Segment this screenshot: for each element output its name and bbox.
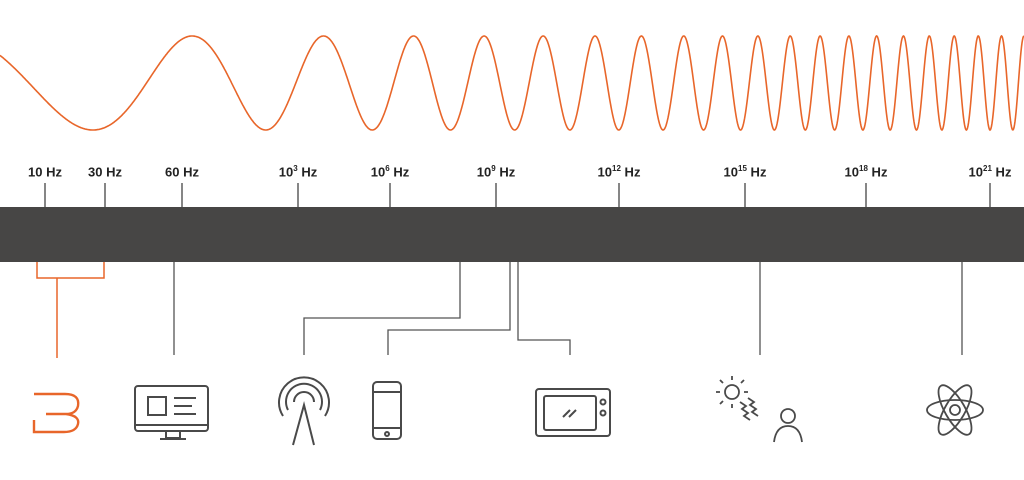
computer-monitor-icon (134, 385, 209, 440)
tick-exponent: 15 (738, 164, 747, 173)
tick-base: 10 (968, 164, 984, 180)
tick-exponent: 18 (859, 164, 868, 173)
tick-unit: Hz (750, 164, 767, 180)
tick-exponent: 21 (983, 164, 992, 173)
tick-unit: Hz (995, 164, 1012, 180)
tick-label: 10 Hz (28, 164, 62, 179)
tick-label: 103 Hz (279, 164, 317, 179)
tick-unit: Hz (871, 164, 888, 180)
wave-line (0, 34, 1024, 132)
tick-base: 10 (723, 164, 739, 180)
brain-wave-icon (32, 392, 80, 434)
radio-tower-icon (278, 376, 330, 446)
microwave-oven-icon (535, 388, 611, 437)
tick-exponent: 12 (612, 164, 621, 173)
tick-unit: Hz (499, 164, 516, 180)
tick-base: 30 (88, 164, 103, 180)
tick-base: 10 (844, 164, 860, 180)
tick-label: 1021 Hz (969, 164, 1012, 179)
tick-base: 10 (476, 164, 492, 180)
tick-unit: Hz (106, 164, 122, 180)
tick-label: 106 Hz (371, 164, 409, 179)
tick-label: 1012 Hz (598, 164, 641, 179)
tick-base: 10 (597, 164, 613, 180)
tick-label: 1015 Hz (724, 164, 767, 179)
tick-unit: Hz (393, 164, 410, 180)
frequency-band (0, 207, 1024, 262)
tick-label: 60 Hz (165, 164, 199, 179)
tick-exponent: 6 (385, 164, 390, 173)
atom-icon (926, 384, 984, 436)
tick-marks (44, 183, 991, 207)
tick-exponent: 9 (491, 164, 496, 173)
tick-base: 60 (165, 164, 180, 180)
sun-uv-person-icon (716, 376, 803, 443)
tick-label: 109 Hz (477, 164, 515, 179)
tick-base: 10 (370, 164, 386, 180)
tick-base: 10 (278, 164, 294, 180)
tick-base: 10 (28, 164, 43, 180)
tick-unit: Hz (301, 164, 318, 180)
tick-label: 30 Hz (88, 164, 122, 179)
tick-exponent: 3 (293, 164, 298, 173)
tick-unit: Hz (46, 164, 62, 180)
brain-connector (36, 262, 105, 358)
connector-lines (173, 262, 963, 355)
tick-label: 1018 Hz (845, 164, 888, 179)
tick-unit: Hz (624, 164, 641, 180)
mobile-phone-icon (372, 381, 402, 440)
tick-unit: Hz (183, 164, 199, 180)
